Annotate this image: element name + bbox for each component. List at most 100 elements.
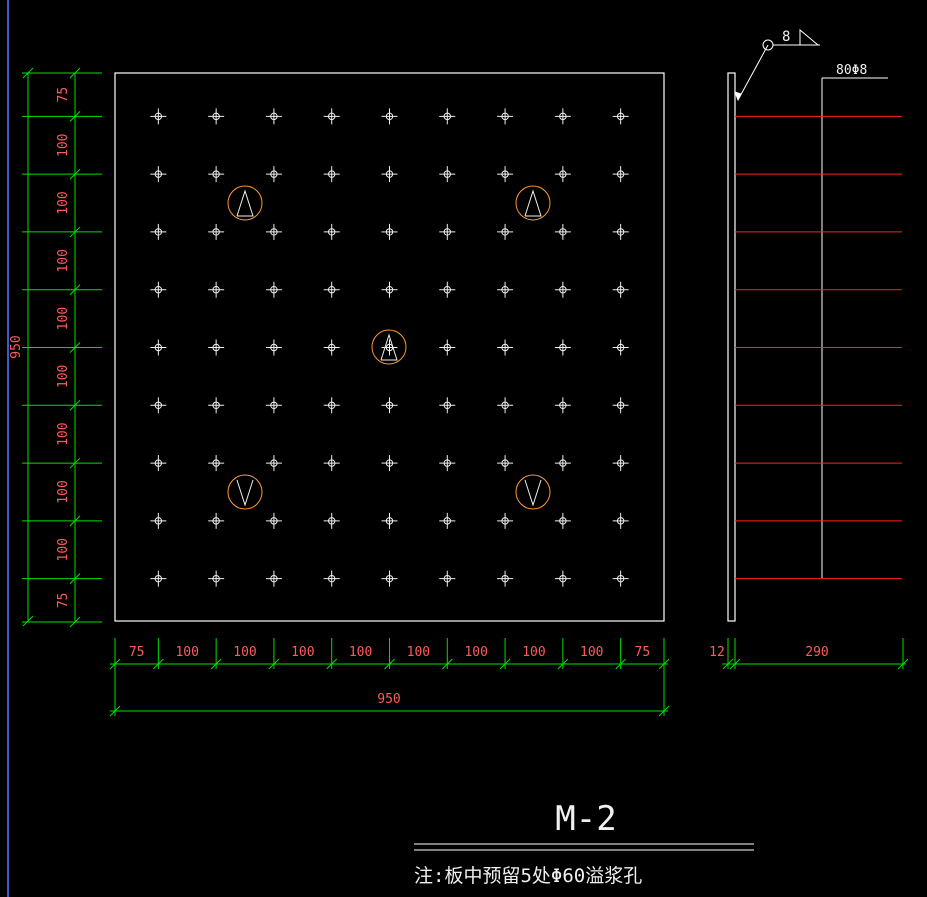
horizontal-dimension-label: 100 [522,645,545,660]
dimension-tick [69,573,81,585]
weld-size-label: 8 [782,29,790,45]
weld-symbol [734,28,820,102]
stud-marker [497,166,514,183]
stud-marker [612,339,629,356]
stud-marker [554,570,571,587]
stud-marker [265,397,282,414]
stud-marker [150,512,167,529]
stud-marker [497,397,514,414]
stud-marker [439,281,456,298]
stud-marker [612,108,629,125]
stud-marker [323,455,340,472]
dimension-tick [152,658,164,670]
vertical-dimension-label: 100 [56,191,71,214]
stud-marker [265,223,282,240]
dimension-tick [69,226,81,238]
dimension-tick [69,284,81,296]
stud-marker [265,455,282,472]
grout-hole-bottom-left [227,474,263,510]
stud-marker [439,223,456,240]
stud-marker [208,570,225,587]
dimension-tick [326,658,338,670]
stud-marker [323,108,340,125]
stud-marker [381,512,398,529]
dimension-tick [22,615,34,627]
stud-marker [497,108,514,125]
stud-marker [208,455,225,472]
vertical-dimension-label: 75 [56,593,71,609]
vertical-dimension-label: 100 [56,422,71,445]
stud-marker [612,455,629,472]
rebar-lines [735,115,902,580]
dimension-tick [109,658,121,670]
vertical-dimension-label: 100 [56,538,71,561]
vertical-dimension-label: 100 [56,307,71,330]
stud-marker [497,512,514,529]
horizontal-dimension-label: 100 [349,645,372,660]
stud-marker [150,397,167,414]
stud-marker [381,166,398,183]
dimension-tick [69,616,81,628]
stud-grid [150,108,629,587]
dimension-tick [210,658,222,670]
stud-marker [265,512,282,529]
dimension-tick [69,342,81,353]
stud-marker [554,166,571,183]
vertical-dimension-label: 100 [56,249,71,272]
grout-holes [227,185,551,510]
horizontal-dimension-label: 100 [233,645,256,660]
dimension-tick [499,658,511,670]
stud-marker [208,108,225,125]
stud-marker [150,108,167,125]
stud-marker [208,223,225,240]
horizontal-dimension-label: 75 [635,645,651,660]
horizontal-dimension-chain [109,638,670,717]
stud-marker [265,108,282,125]
stud-marker [150,455,167,472]
horizontal-dimension-label: 100 [291,645,314,660]
stud-marker [497,570,514,587]
dimension-tick [441,658,453,670]
side-view: 80Φ8 8 12 290 [709,28,909,670]
stud-marker [439,166,456,183]
stud-marker [554,339,571,356]
dimension-tick [69,457,81,469]
dimension-tick [69,110,81,122]
stud-marker [381,397,398,414]
grout-hole-bottom-right [515,474,551,510]
stud-marker [323,223,340,240]
stud-marker [323,166,340,183]
horizontal-dimension-label: 100 [407,645,430,660]
stud-marker [150,570,167,587]
side-thickness-dimension: 12 [709,645,725,660]
stud-marker [208,281,225,298]
dimension-tick [69,67,81,79]
stud-marker [323,570,340,587]
side-length-dimension: 290 [805,645,828,660]
horizontal-dimension-label: 100 [464,645,487,660]
stud-marker [554,281,571,298]
stud-marker [439,455,456,472]
stud-marker [554,512,571,529]
stud-marker [612,397,629,414]
stud-marker [265,570,282,587]
stud-marker [381,108,398,125]
vertical-dimension-chain [22,67,102,628]
vertical-dimension-label: 100 [56,480,71,503]
stud-marker [497,455,514,472]
vertical-dimension-label: 100 [56,133,71,156]
plate-outline [114,72,665,622]
horizontal-dimension-label: 100 [580,645,603,660]
stud-marker [554,455,571,472]
stud-marker [381,223,398,240]
stud-marker [208,397,225,414]
stud-marker [612,281,629,298]
stud-marker [208,166,225,183]
stud-marker [439,339,456,356]
stud-marker [612,223,629,240]
dimension-tick [268,658,280,670]
stud-marker [439,570,456,587]
grout-hole-top-left [227,185,263,221]
